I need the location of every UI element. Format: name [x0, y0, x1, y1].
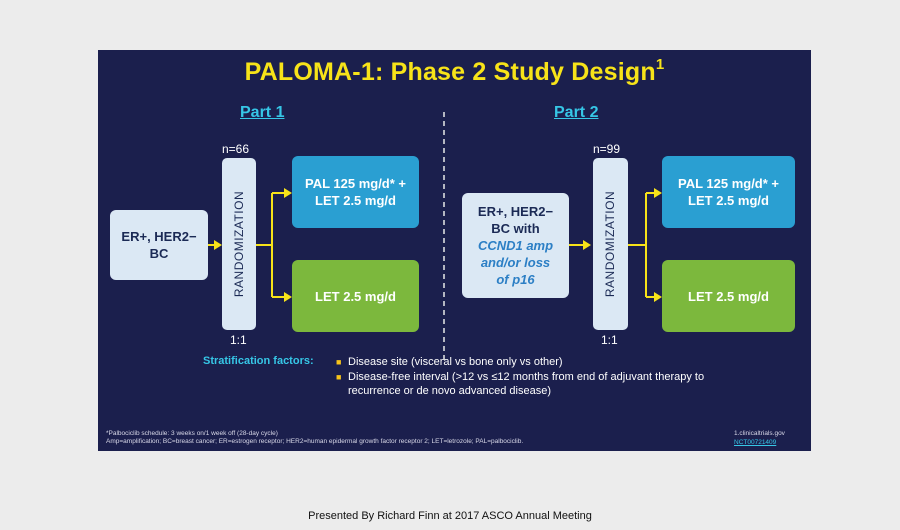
part2-n-label: n=99 [593, 142, 621, 156]
part1-heading: Part 1 [240, 104, 285, 121]
footnote-2: Amp=amplification; BC=breast cancer; ER=… [106, 438, 524, 445]
part1-let-arm-box: LET 2.5 mg/d [292, 260, 419, 332]
part1-pal-arm-box: PAL 125 mg/d* + LET 2.5 mg/d [292, 156, 419, 228]
arrowhead-p2-let [654, 292, 662, 302]
footnotes: *Palbociclib schedule: 3 weeks on/1 week… [106, 430, 666, 446]
stratification-item-text: Disease site (visceral vs bone only vs o… [348, 356, 563, 368]
part1-let-arm-label: LET 2.5 mg/d [315, 288, 396, 304]
arrowhead-p1-pal [284, 188, 292, 198]
part1-population-line-1: ER+, HER2− [121, 229, 197, 244]
part2-pal-arm-line-2: LET 2.5 mg/d [688, 193, 769, 208]
stratification-list: ■ Disease site (visceral vs bone only vs… [336, 355, 756, 399]
part1-pal-arm-line-1: PAL 125 mg/d* + [304, 176, 407, 191]
part2-population-box: ER+, HER2− BC with CCND1 amp and/or loss… [462, 193, 569, 298]
arrowhead-p1-let [284, 292, 292, 302]
arrowhead-p2-pal [654, 188, 662, 198]
arrowhead-p1-randomization [214, 240, 222, 250]
slide: PALOMA-1: Phase 2 Study Design1 Part 1 n… [98, 50, 811, 451]
part1-population-box: ER+, HER2− BC [110, 210, 208, 280]
bullet-icon: ■ [336, 372, 342, 382]
part2-population-italic-1: CCND1 amp [477, 238, 554, 253]
part2-randomization-label: RANDOMIZATION [603, 190, 618, 298]
part2-let-arm-label: LET 2.5 mg/d [688, 288, 769, 304]
part2-population-italic-2: and/or loss [480, 255, 551, 270]
part2-population-italic-3: of p16 [496, 272, 535, 287]
reference: 1.clinicaltrials.gov [734, 430, 785, 437]
part2-population-line-1: ER+, HER2− [477, 204, 554, 219]
part2-let-arm-box: LET 2.5 mg/d [662, 260, 795, 332]
part1-randomization-label: RANDOMIZATION [232, 190, 246, 298]
title-superscript: 1 [655, 56, 665, 73]
slide-title: PALOMA-1: Phase 2 Study Design1 [98, 56, 811, 87]
part1-population-line-2: BC [149, 246, 169, 261]
part1-randomization-box: RANDOMIZATION [222, 158, 256, 330]
reference-link[interactable]: NCT00721409 [734, 439, 777, 446]
presenter-caption: Presented By Richard Finn at 2017 ASCO A… [308, 510, 592, 522]
part2-pal-arm-box: PAL 125 mg/d* + LET 2.5 mg/d [662, 156, 795, 228]
part2-heading: Part 2 [554, 104, 599, 121]
part2-pal-arm-line-1: PAL 125 mg/d* + [677, 176, 780, 191]
stratification-item-text: Disease-free interval (>12 vs ≤12 months… [348, 371, 705, 397]
part2-ratio: 1:1 [601, 333, 618, 347]
part1-n-label: n=66 [222, 142, 250, 156]
stratification-item: ■ Disease site (visceral vs bone only vs… [336, 355, 756, 369]
part2-randomization-box: RANDOMIZATION [593, 158, 628, 330]
part1-ratio: 1:1 [230, 333, 247, 347]
bullet-icon: ■ [336, 357, 342, 367]
part1-pal-arm-line-2: LET 2.5 mg/d [315, 193, 396, 208]
stratification-label: Stratification factors: [203, 355, 314, 367]
part2-population-line-2: BC with [491, 221, 540, 236]
stratification-item: ■ Disease-free interval (>12 vs ≤12 mont… [336, 370, 756, 398]
diagram-arrows [208, 112, 662, 360]
arrowhead-p2-randomization [583, 240, 591, 250]
footnote-1: *Palbociclib schedule: 3 weeks on/1 week… [106, 430, 278, 437]
slide-title-text: PALOMA-1: Phase 2 Study Design [244, 58, 656, 86]
